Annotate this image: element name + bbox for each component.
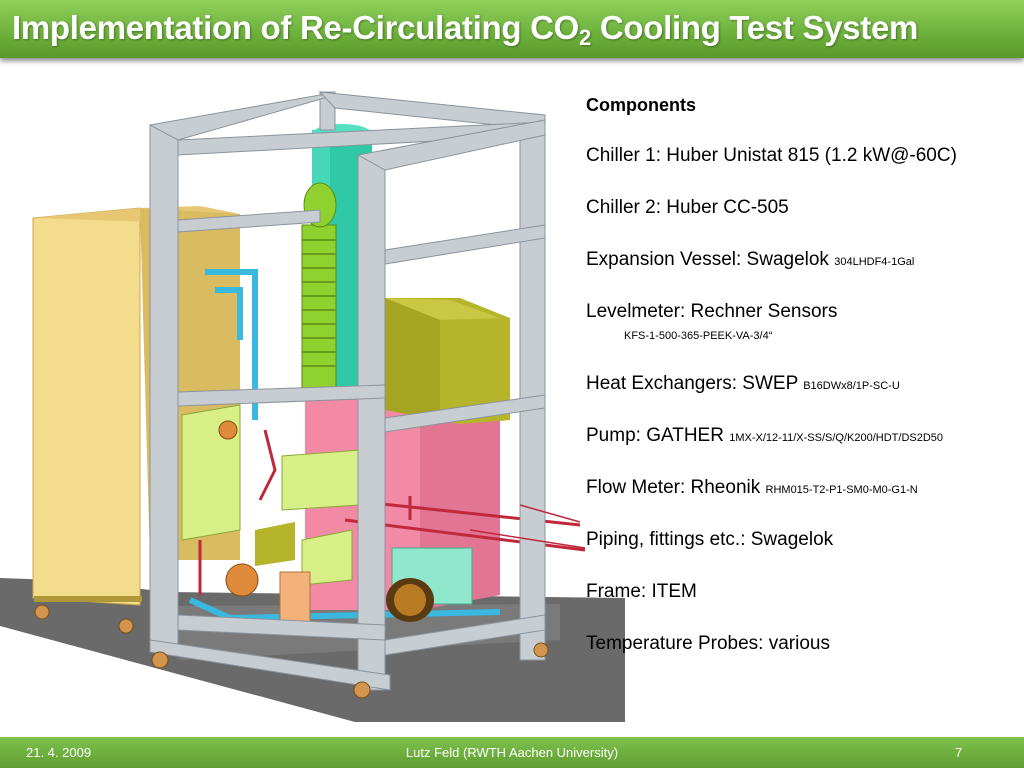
aluminium-frame <box>148 91 546 691</box>
component-levelmeter-model: KFS-1-500-365-PEEK-VA-3/4“ <box>624 330 773 342</box>
component-pump: Pump: GATHER 1MX-X/12-11/X-SS/S/Q/K200/H… <box>586 425 944 446</box>
cooling-system-illustration <box>0 91 625 722</box>
title-subscript: 2 <box>579 25 591 50</box>
heat-exchanger-coil <box>301 182 337 391</box>
plate-heat-exchanger-1 <box>181 404 241 541</box>
small-olive-box <box>255 522 295 566</box>
component-expansion-vessel: Expansion Vessel: Swagelok 304LHDF4-1Gal <box>586 249 915 270</box>
component-frame: Frame: ITEM <box>586 581 697 602</box>
component-levelmeter: Levelmeter: Rechner Sensors <box>586 301 838 322</box>
pointer-lines <box>469 504 586 549</box>
footer-page-number: 7 <box>955 745 963 760</box>
footer-author: Lutz Feld (RWTH Aachen University) <box>405 745 619 760</box>
title-main: Implementation of Re-Circulating CO <box>12 9 580 46</box>
component-piping: Piping, fittings etc.: Swagelok <box>586 529 834 550</box>
title-rest: Cooling Test System <box>590 9 919 46</box>
component-heat-exchangers: Heat Exchangers: SWEP B16DWx8/1P-SC-U <box>586 373 900 394</box>
footer-bar: 21. 4. 2009 Lutz Feld (RWTH Aachen Unive… <box>0 737 1024 768</box>
controller-box <box>301 529 353 586</box>
components-list: Components Chiller 1: Huber Unistat 815 … <box>586 94 1022 684</box>
plate-heat-exchanger-2 <box>281 449 361 511</box>
frame-casters <box>151 642 549 699</box>
components-heading: Components <box>586 95 696 115</box>
component-chiller-2: Chiller 2: Huber CC-505 <box>586 197 789 218</box>
pump-unit <box>225 547 473 629</box>
chiller-2-unit <box>385 298 510 424</box>
title-bar: Implementation of Re-Circulating CO2 Coo… <box>0 0 1024 58</box>
component-temperature-probes: Temperature Probes: various <box>586 633 830 654</box>
slide-title: Implementation of Re-Circulating CO2 Coo… <box>12 9 918 51</box>
footer-date: 21. 4. 2009 <box>26 745 92 760</box>
component-chiller-1: Chiller 1: Huber Unistat 815 (1.2 kW@-60… <box>586 145 957 166</box>
component-flow-meter: Flow Meter: Rheonik RHM015-T2-P1-SM0-M0-… <box>586 477 918 498</box>
